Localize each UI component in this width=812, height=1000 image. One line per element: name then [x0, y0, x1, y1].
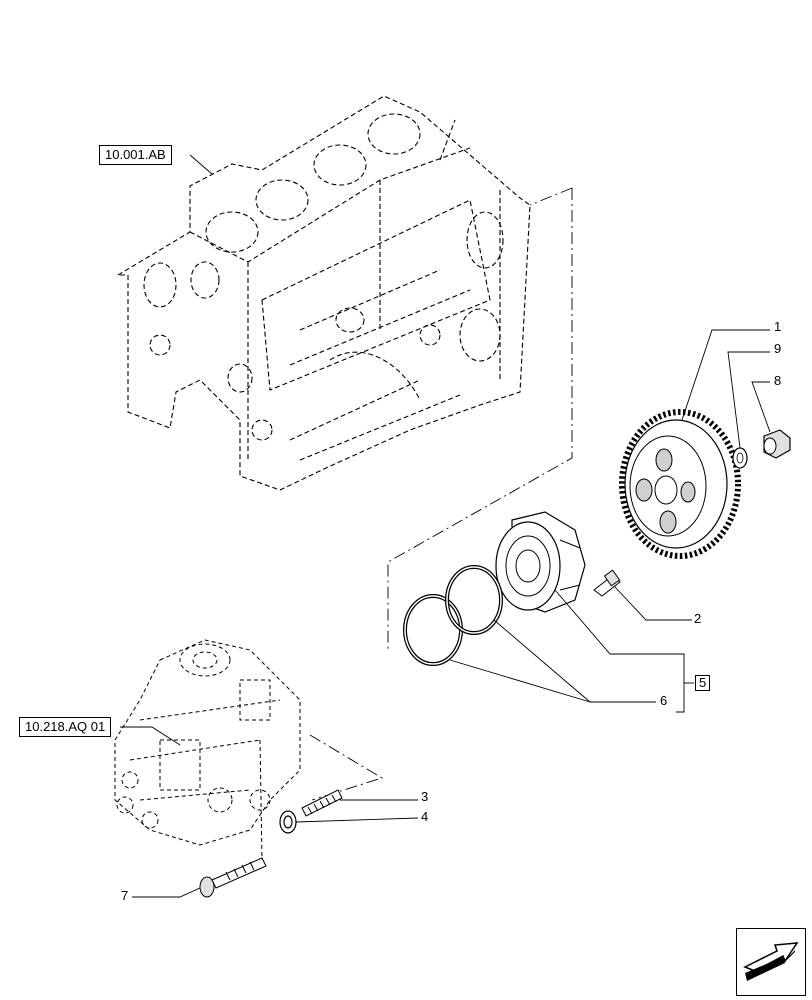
injection-pump-illustration	[114, 639, 301, 861]
callout-7: 7	[121, 888, 129, 903]
callout-9: 9	[774, 341, 782, 356]
callout-1: 1	[774, 319, 782, 334]
callout-2: 2	[694, 611, 702, 626]
flange-nut-part	[279, 810, 297, 834]
callout-4: 4	[421, 809, 429, 824]
nut-part	[763, 429, 791, 459]
engine-block-illustration	[116, 95, 531, 491]
callout-5: 5	[695, 675, 711, 691]
hub-part	[495, 511, 586, 613]
leader-lines	[120, 154, 771, 898]
arrow-icon	[743, 942, 799, 981]
callout-6: 6	[660, 693, 668, 708]
callout-3: 3	[421, 789, 429, 804]
next-page-button[interactable]	[736, 928, 806, 996]
stud-part	[301, 789, 343, 817]
reference-injection-pump[interactable]: 10.218.AQ 01	[19, 717, 112, 737]
gear-part	[619, 409, 741, 559]
reference-engine-block[interactable]: 10.001.AB	[99, 145, 172, 165]
bolt-part	[593, 569, 621, 597]
long-bolt-part	[199, 857, 267, 898]
construction-lines	[309, 187, 573, 801]
callout-8: 8	[774, 373, 782, 388]
